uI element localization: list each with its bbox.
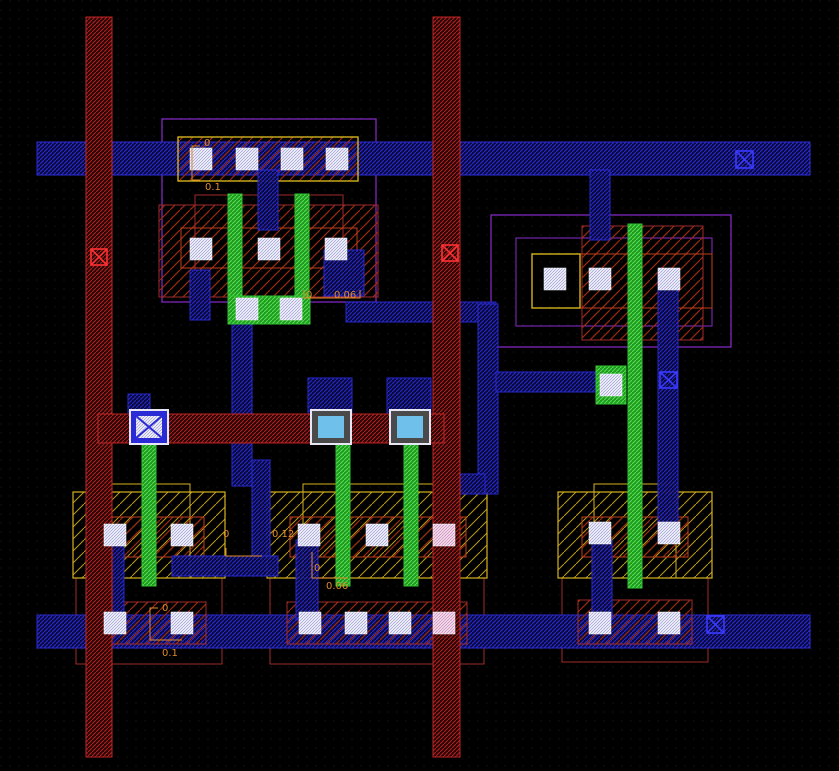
ruler-bracket — [311, 552, 348, 579]
contact-icon — [170, 523, 194, 547]
contact-icon — [324, 237, 348, 261]
contacts — [103, 147, 681, 635]
contact-icon — [280, 147, 304, 171]
contact-icon — [235, 147, 259, 171]
contact-icon — [388, 611, 412, 635]
input-vias[interactable] — [129, 409, 431, 445]
ruler-label: 0 — [204, 138, 210, 149]
ruler-label: 0.06 — [326, 581, 348, 592]
boxed-x-icon[interactable] — [90, 248, 108, 266]
ruler-label: 0 — [223, 529, 229, 540]
m1-right-vertical-top — [589, 169, 611, 241]
contact-icon — [279, 297, 303, 321]
ruler-bracket — [303, 290, 361, 299]
gate-top-left-a — [227, 193, 243, 307]
ruler-label: 0.06 — [334, 290, 356, 301]
ruler-label: 0.12 — [272, 529, 294, 540]
ruler-label: 0.1 — [205, 182, 221, 193]
contact-icon — [103, 523, 127, 547]
contact-icon — [588, 267, 612, 291]
contact-icon — [170, 611, 194, 635]
pmos-nwell-right — [490, 214, 732, 348]
m1-out-vertical-left — [231, 307, 253, 487]
gate-bottom-left — [141, 439, 157, 587]
contact-icon — [344, 611, 368, 635]
port-markers[interactable] — [90, 150, 754, 634]
boxed-x-icon — [135, 415, 163, 439]
contact-icon — [325, 147, 349, 171]
boxed-x-icon[interactable] — [441, 244, 459, 262]
poly-strap-left[interactable] — [85, 16, 113, 758]
contact-icon — [657, 267, 681, 291]
contact-icon — [657, 611, 681, 635]
contact-icon — [432, 611, 456, 635]
contact-icon — [298, 611, 322, 635]
contact-icon — [588, 611, 612, 635]
ruler-label: 0 — [306, 290, 312, 301]
contact-icon — [365, 523, 389, 547]
contact-icon — [189, 237, 213, 261]
contact-icon — [588, 521, 612, 545]
ruler-label: 0 — [162, 603, 168, 614]
ruler-annotations — [149, 145, 361, 641]
gate-bottom-mid-b — [403, 439, 419, 587]
m1-bridge-vertical — [477, 303, 499, 495]
ruler-label: 0 — [314, 563, 320, 574]
contact-icon — [543, 267, 567, 291]
boxed-x-icon[interactable] — [706, 615, 725, 634]
ruler-bracket — [225, 548, 262, 557]
contact-icon — [103, 611, 127, 635]
contact-icon — [189, 147, 213, 171]
contact-icon — [297, 523, 321, 547]
m1-bottom-link — [171, 555, 279, 577]
vdd-rail[interactable] — [36, 141, 811, 176]
ruler-label: 0.1 — [162, 648, 178, 659]
m1-bottom-mid-strap — [295, 539, 319, 621]
contact-icon — [235, 297, 259, 321]
m1-right-vertical-out — [657, 271, 679, 543]
m1-pmos-drain-top — [257, 169, 279, 231]
contact-icon — [599, 373, 623, 397]
pmos-tap-right — [531, 253, 581, 309]
m1-bridge-top — [345, 301, 497, 323]
m1-pmos-drain-left — [189, 269, 211, 321]
contact-icon — [257, 237, 281, 261]
boxed-x-icon[interactable] — [659, 371, 678, 389]
contact-icon — [432, 523, 456, 547]
gate-bottom-mid-a — [335, 439, 351, 587]
ruler-bracket — [149, 607, 182, 641]
poly-strap-right[interactable] — [432, 16, 461, 758]
m1-out-vertical-mid — [251, 459, 271, 561]
via-icon-input-c-inner — [397, 416, 423, 438]
via-icon-input-b-inner — [318, 416, 344, 438]
ruler-bracket — [191, 145, 200, 181]
gate-right — [627, 223, 643, 589]
boxed-x-icon[interactable] — [735, 150, 754, 169]
m1-bottom-right-strap — [591, 539, 613, 621]
contact-icon — [657, 521, 681, 545]
